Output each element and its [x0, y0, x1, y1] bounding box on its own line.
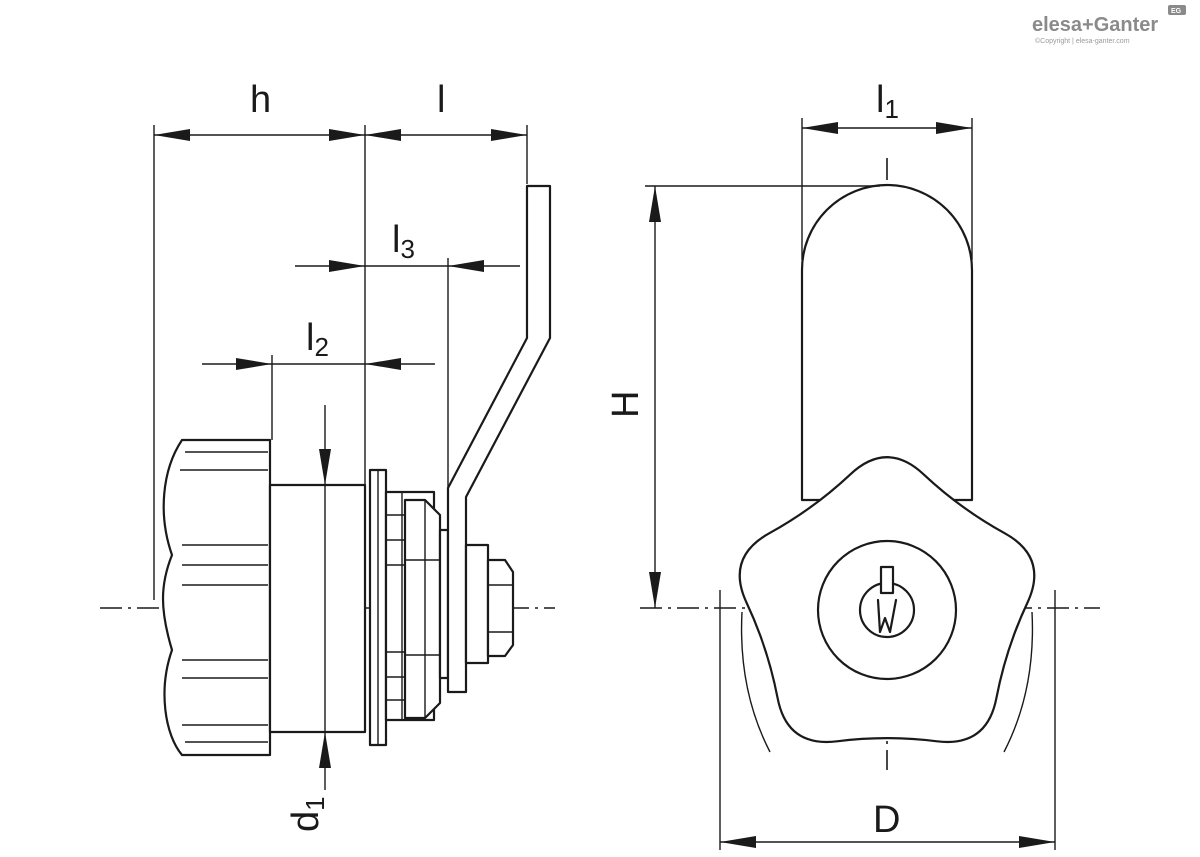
- dim-label-l3: l3: [392, 219, 415, 264]
- brand-badge: EG: [1171, 8, 1182, 15]
- dimension-labels: h l l3 l2 l1 D H d1: [250, 79, 900, 841]
- brand-badge-icon: [1168, 5, 1186, 15]
- front-view: [640, 158, 1100, 770]
- keyway-icon: [879, 565, 895, 595]
- dim-label-l1: l1: [876, 79, 899, 124]
- dim-label-l: l: [437, 79, 445, 121]
- dim-label-H: H: [605, 391, 647, 418]
- shaft-side: [438, 528, 450, 680]
- dim-label-h: h: [250, 79, 271, 121]
- cam-lever-front: [800, 183, 974, 502]
- lock-body-side: [268, 483, 367, 734]
- cam-lever-side: [446, 184, 552, 694]
- brand-name: elesa+Ganter: [1032, 14, 1158, 36]
- hex-nut-side: [403, 498, 442, 720]
- brand-copyright: ©Copyright | elesa-ganter.com: [1035, 37, 1130, 45]
- dim-label-d1: d1: [285, 796, 330, 832]
- dimension-lines: [153, 118, 1056, 850]
- dim-label-l2: l2: [306, 317, 329, 362]
- small-nut-side: [486, 558, 515, 658]
- knob-side: [161, 438, 272, 757]
- key-slot-icon: [876, 598, 898, 634]
- brand-logo: elesa+Ganter EG ©Copyright | elesa-gante…: [1032, 5, 1186, 45]
- side-view: [100, 184, 555, 757]
- bolt-side: [464, 543, 490, 665]
- dim-label-D: D: [873, 799, 900, 841]
